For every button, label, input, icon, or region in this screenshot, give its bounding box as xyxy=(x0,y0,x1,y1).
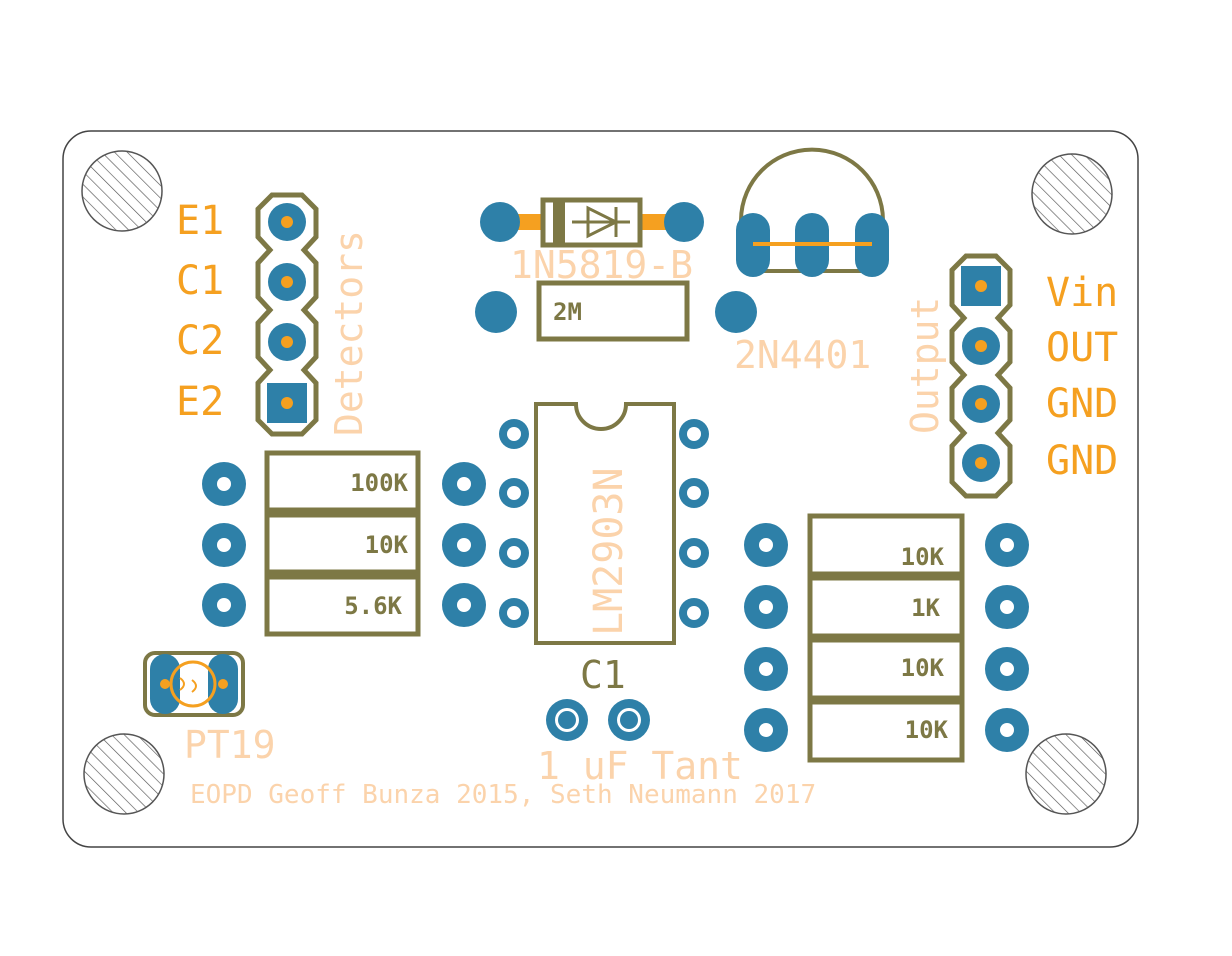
detectors-title: Detectors xyxy=(327,230,371,436)
transistor-2n4401: 2N4401 xyxy=(734,147,889,377)
resistor-body xyxy=(264,574,421,637)
mounting-hole xyxy=(1031,153,1113,235)
diode-pad[interactable] xyxy=(664,202,704,242)
credit-text: EOPD Geoff Bunza 2015, Seth Neumann 2017 xyxy=(190,780,816,810)
output-pin-label: OUT xyxy=(1046,325,1118,371)
resistor-2m: 2M xyxy=(475,280,757,342)
resistor-value: 1K xyxy=(911,594,940,622)
transistor-ref: 2N4401 xyxy=(734,333,871,377)
header-outline xyxy=(949,253,1013,499)
detector-pin-label: C1 xyxy=(176,258,224,304)
phototransistor-pt19: PT19 xyxy=(143,651,276,767)
resistor-value: 5.6K xyxy=(344,592,402,620)
resistor-body xyxy=(264,512,421,575)
output-title: Output xyxy=(903,297,947,434)
resistor-value: 2M xyxy=(553,298,582,326)
ic-lm2903n: LM2903N xyxy=(499,402,709,645)
resistor-value: 10K xyxy=(365,531,409,559)
diode-1n5819: 1N5819-B xyxy=(480,197,704,287)
resistor-body xyxy=(807,699,965,763)
detector-pin-label: C2 xyxy=(176,318,224,364)
resistor-bank-left: 100K 10K 5.6K xyxy=(202,450,486,637)
resistor-value: 10K xyxy=(901,654,945,682)
resistor-body xyxy=(807,513,965,577)
mounting-hole xyxy=(81,150,163,232)
detector-pin-label: E1 xyxy=(176,198,224,244)
resistor-value: 100K xyxy=(350,469,408,497)
mounting-hole xyxy=(83,733,165,815)
output-pin-label: GND xyxy=(1046,381,1118,427)
resistor-bank-right: 10K 1K 10K 10K xyxy=(744,513,1029,763)
resistor-value: 10K xyxy=(901,543,945,571)
resistor-pad[interactable] xyxy=(715,291,757,333)
resistor-body xyxy=(807,637,965,701)
header-outline xyxy=(255,192,319,437)
resistor-value: 10K xyxy=(905,716,949,744)
capacitor-c1: C1 1 uF Tant xyxy=(537,653,743,788)
resistor-body xyxy=(264,450,421,513)
output-header: Vin OUT GND GND Output xyxy=(903,253,1118,499)
detectors-header: E1 C1 C2 E2 Detectors xyxy=(176,192,371,437)
mounting-holes xyxy=(81,150,1113,815)
resistor-body xyxy=(807,575,965,639)
diode-pad[interactable] xyxy=(480,202,520,242)
detector-pin-label: E2 xyxy=(176,379,224,425)
output-pin-label: GND xyxy=(1046,438,1118,484)
resistor-pad[interactable] xyxy=(475,291,517,333)
mounting-hole xyxy=(1025,733,1107,815)
diode-ref: 1N5819-B xyxy=(510,243,693,287)
ic-ref: LM2903N xyxy=(586,467,632,636)
capacitor-ref: C1 xyxy=(580,653,626,697)
capacitor-value: 1 uF Tant xyxy=(537,744,743,788)
pt19-ref: PT19 xyxy=(184,723,276,767)
output-pin-label: Vin xyxy=(1046,270,1118,316)
